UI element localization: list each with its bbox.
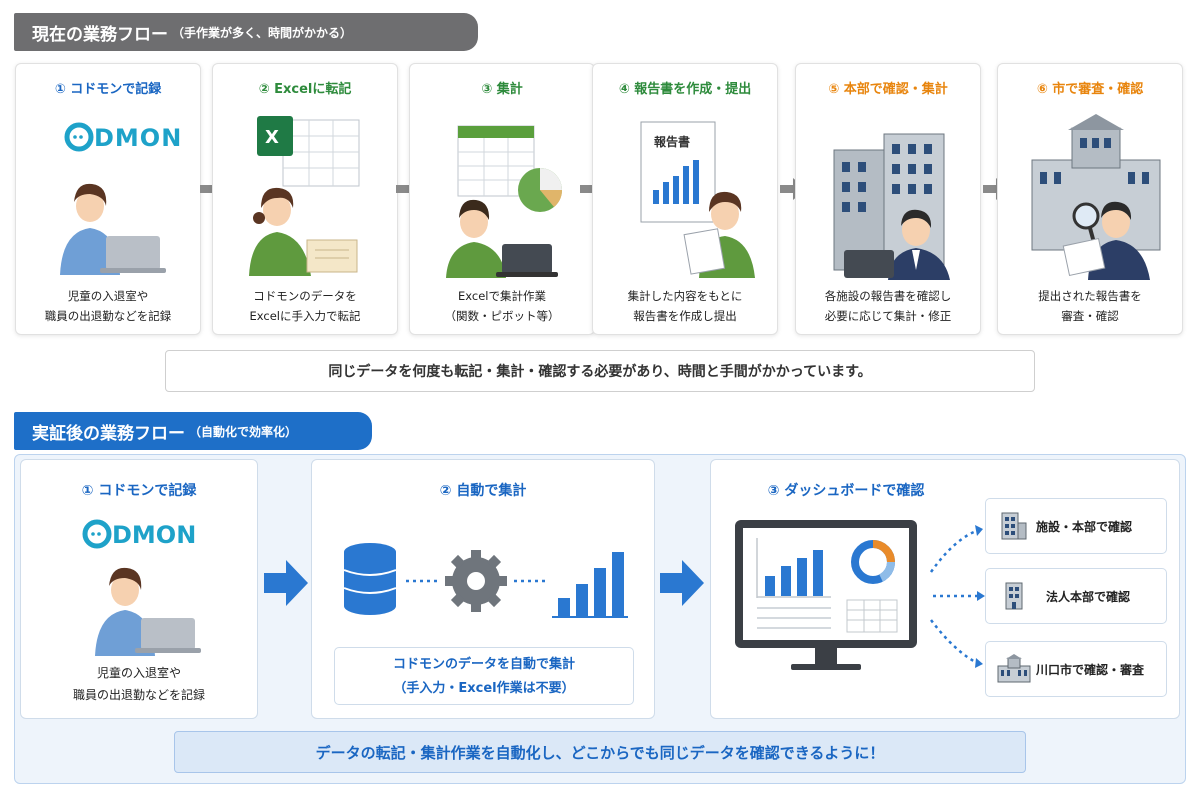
codmon-record-illustration: DMON bbox=[82, 519, 201, 656]
after-flow-subtitle: （自動化で効率化） bbox=[189, 424, 298, 439]
person-laptop-icon bbox=[60, 183, 166, 275]
after-step-1-card: ① コドモンで記録 DMON 児童の入退室や 職員の出退勤などを記録 bbox=[20, 459, 258, 719]
gear-icon bbox=[445, 550, 507, 612]
person-writing-icon bbox=[249, 187, 358, 276]
after-step-3-title: ③ ダッシュボードで確認 bbox=[767, 483, 925, 499]
person-laptop-icon bbox=[446, 199, 558, 278]
report-illustration: 報告書 bbox=[640, 121, 755, 278]
current-step-4-title: ④ 報告書を作成・提出 bbox=[618, 82, 752, 97]
current-step-1-desc: 児童の入退室や 職員の出退勤などを記録 bbox=[44, 289, 172, 323]
flow-arrow-icon bbox=[264, 560, 308, 606]
businessman-laptop-icon bbox=[844, 209, 950, 280]
city-hall-icon bbox=[1031, 114, 1161, 251]
svg-text:X: X bbox=[265, 127, 279, 148]
magnifier-inspector-icon bbox=[1062, 201, 1150, 280]
person-laptop-icon bbox=[95, 567, 201, 656]
current-flow-title: 現在の業務フロー bbox=[32, 24, 168, 45]
dashboard-table bbox=[846, 599, 898, 633]
current-step-2-desc: コドモンのデータを Excelに手入力で転記 bbox=[249, 289, 361, 323]
codmon-logo-text: DMON bbox=[94, 124, 182, 152]
building-icon bbox=[1005, 582, 1023, 610]
after-flow-title: 実証後の業務フロー bbox=[32, 423, 185, 444]
dashboard-donut-chart bbox=[851, 540, 895, 584]
current-flow-note: 同じデータを何度も転記・集計・確認する必要があり、時間と手間がかかっています。 bbox=[165, 350, 1035, 392]
excel-transcribe-illustration: X bbox=[249, 116, 360, 276]
codmon-record-illustration: DMON bbox=[60, 122, 182, 275]
current-step-1-title: ① コドモンで記録 bbox=[54, 82, 162, 97]
flow-arrow-icon bbox=[660, 560, 704, 606]
current-step-3-card: ③ 集計 Excelで集計作業 （関数・ピボット等） bbox=[409, 63, 595, 335]
current-flow-header: 現在の業務フロー （手作業が多く、時間がかかる） bbox=[14, 13, 478, 51]
current-step-4-desc: 集計した内容をもとに 報告書を作成し提出 bbox=[627, 289, 743, 323]
destination-facility-label: 施設・本部で確認 bbox=[1036, 519, 1133, 534]
destination-corporate-label: 法人本部で確認 bbox=[1046, 589, 1131, 604]
office-building-icon bbox=[833, 133, 945, 271]
destination-facility: 施設・本部で確認 bbox=[985, 498, 1167, 554]
current-step-4-card: ④ 報告書を作成・提出 報告書 集計した内容をもとに 報告書を作成し提出 bbox=[592, 63, 778, 335]
after-step-1-desc: 児童の入退室や 職員の出退勤などを記録 bbox=[72, 666, 205, 702]
current-step-5-title: ⑤ 本部で確認・集計 bbox=[828, 82, 948, 97]
current-step-6-card: ⑥ 市で審査・確認 提出された報告書を 審査・確認 bbox=[997, 63, 1183, 335]
headquarters-illustration bbox=[833, 133, 950, 280]
dotted-arrows bbox=[929, 525, 985, 668]
after-step-2-card: ② 自動で集計 コドモンの bbox=[311, 459, 655, 719]
report-document-icon: 報告書 bbox=[640, 121, 716, 223]
dashboard-bar-chart bbox=[756, 538, 831, 598]
dashboard-lines bbox=[757, 607, 831, 629]
pie-chart-icon bbox=[518, 168, 562, 212]
current-step-2-card: ② Excelに転記 X コドモンのデータを Excelに手入力で転記 bbox=[212, 63, 398, 335]
person-holding-paper-icon bbox=[683, 191, 755, 278]
bar-chart-icon bbox=[552, 552, 628, 618]
after-flow-header: 実証後の業務フロー （自動化で効率化） bbox=[14, 412, 372, 450]
city-review-illustration bbox=[1031, 114, 1161, 280]
current-step-6-desc: 提出された報告書を 審査・確認 bbox=[1038, 289, 1142, 323]
database-icon bbox=[343, 543, 397, 615]
destination-corporate: 法人本部で確認 bbox=[985, 568, 1167, 624]
current-step-1-card: ① コドモンで記録 DMON 児童の入退室や 職員の出退勤などを記録 bbox=[15, 63, 201, 335]
current-step-3-title: ③ 集計 bbox=[481, 82, 523, 97]
current-flow-subtitle: （手作業が多く、時間がかかる） bbox=[172, 25, 353, 40]
codmon-logo: DMON bbox=[64, 122, 182, 152]
city-hall-icon bbox=[997, 654, 1031, 683]
aggregate-illustration bbox=[446, 125, 562, 278]
current-step-6-title: ⑥ 市で審査・確認 bbox=[1036, 82, 1144, 97]
current-step-5-desc: 各施設の報告書を確認し 必要に応じて集計・修正 bbox=[824, 289, 952, 323]
current-step-2-title: ② Excelに転記 bbox=[258, 82, 352, 97]
svg-text:DMON: DMON bbox=[112, 521, 196, 549]
after-step-2-title: ② 自動で集計 bbox=[439, 483, 527, 499]
after-flow-note: データの転記・集計作業を自動化し、どこからでも同じデータを確認できるように！ bbox=[174, 731, 1026, 773]
current-step-3-desc: Excelで集計作業 （関数・ピボット等） bbox=[444, 289, 560, 323]
after-step-2-desc: コドモンのデータを自動で集計 （手入力・Excel作業は不要） bbox=[334, 647, 634, 705]
report-doc-label: 報告書 bbox=[654, 134, 690, 149]
building-icon bbox=[1001, 512, 1027, 540]
destination-city-label: 川口市で確認・審査 bbox=[1036, 662, 1145, 677]
auto-aggregate-illustration bbox=[343, 543, 628, 618]
current-step-5-card: ⑤ 本部で確認・集計 各施設の報告書を確認し 必要に応じて集計・修正 bbox=[795, 63, 981, 335]
excel-sheet-icon: X bbox=[257, 116, 360, 187]
codmon-logo: DMON bbox=[82, 519, 196, 549]
dashboard-monitor-icon bbox=[735, 520, 917, 670]
after-step-1-title: ① コドモンで記録 bbox=[81, 483, 197, 499]
destination-city: 川口市で確認・審査 bbox=[985, 641, 1167, 697]
